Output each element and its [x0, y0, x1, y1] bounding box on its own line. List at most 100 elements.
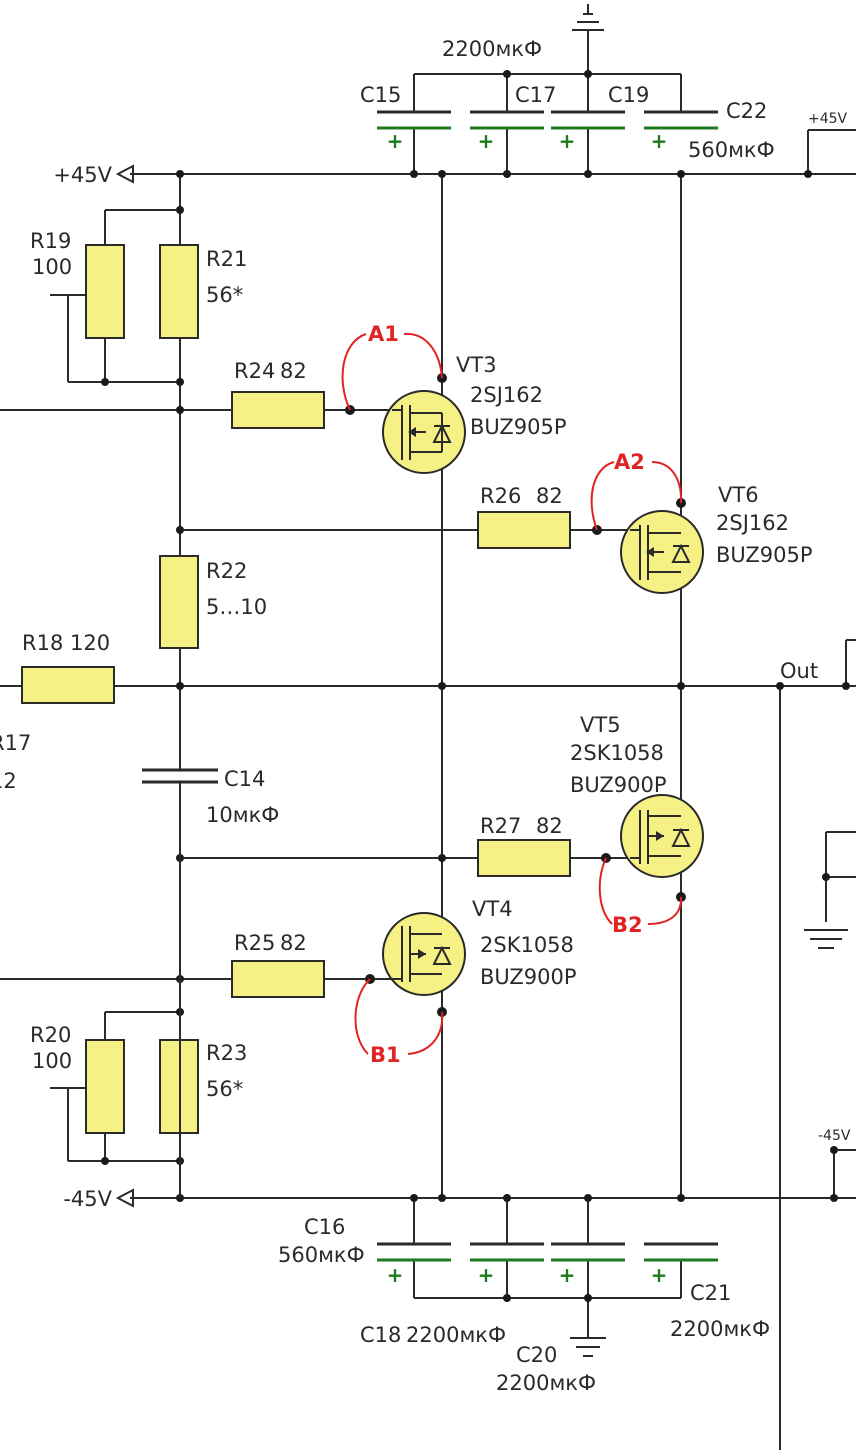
neg-rail-right-label: -45V	[818, 1128, 851, 1144]
annotation-a1: A1	[368, 322, 399, 346]
resistor-r21	[159, 244, 199, 339]
c18-ref: C18	[360, 1323, 401, 1347]
vt5-part: 2SK1058	[570, 741, 664, 765]
c16-ref: C16	[304, 1215, 345, 1239]
resistor-r27	[477, 839, 571, 877]
polarity-mark: +	[478, 1263, 495, 1287]
annotation-line-a2	[590, 461, 683, 531]
wires	[0, 30, 856, 1450]
r24-ref: R24	[234, 359, 275, 383]
annotation-line-b2	[598, 857, 683, 925]
c22-value: 560мкФ	[688, 138, 775, 162]
c18-value: 2200мкФ	[406, 1323, 506, 1347]
annotation-line-b1	[354, 978, 444, 1055]
r22-ref: R22	[206, 559, 247, 583]
resistor-r18	[21, 666, 115, 704]
c16-value: 560мкФ	[278, 1243, 365, 1267]
neg-rail-label: -45V	[63, 1187, 112, 1211]
transistor-vt5	[620, 794, 704, 878]
annotation-line-a1	[341, 332, 443, 411]
ground-bottom-icon	[570, 1337, 606, 1357]
resistor-r24	[231, 391, 325, 429]
c20-ref: C20	[516, 1343, 557, 1367]
vt4-alt: BUZ900P	[480, 965, 577, 989]
r27-value: 82	[536, 814, 563, 838]
r25-ref: R25	[234, 931, 275, 955]
c14-value: 10мкФ	[206, 803, 279, 827]
r21-value: 56*	[206, 283, 243, 307]
r18-value: 120	[70, 631, 110, 655]
output-label: Out	[780, 659, 818, 683]
r23-ref: R23	[206, 1041, 247, 1065]
vt4-part: 2SK1058	[480, 933, 574, 957]
capacitor-c19	[551, 110, 625, 130]
vt5-alt: BUZ900P	[570, 773, 667, 797]
vt3-ref: VT3	[456, 353, 497, 377]
c20-value: 2200мкФ	[496, 1371, 596, 1395]
annotation-a2: A2	[614, 450, 645, 474]
vt6-part: 2SJ162	[716, 511, 789, 535]
r23-value: 56*	[206, 1077, 243, 1101]
polarity-mark: +	[559, 129, 576, 153]
capacitor-c16	[377, 1242, 451, 1262]
c14-ref: C14	[224, 767, 265, 791]
transistor-vt6	[620, 510, 704, 594]
pos-rail-arrow-icon	[115, 164, 134, 184]
c17-ref: C17	[515, 83, 556, 107]
c15-ref: C15	[360, 83, 401, 107]
polarity-mark: +	[651, 129, 668, 153]
capacitor-c17	[470, 110, 544, 130]
r26-value: 82	[536, 484, 563, 508]
r26-ref: R26	[480, 484, 521, 508]
ground-right-icon	[804, 929, 848, 949]
r21-ref: R21	[206, 247, 247, 271]
polarity-mark: +	[651, 1263, 668, 1287]
c19-ref: C19	[608, 83, 649, 107]
capacitor-c15	[377, 110, 451, 130]
neg-rail-arrow-icon	[115, 1188, 134, 1208]
ground-top-icon	[572, 4, 604, 31]
r18-ref: R18	[22, 631, 63, 655]
resistor-r19	[85, 244, 125, 339]
c21-ref: C21	[690, 1281, 731, 1305]
r19-ref: R19	[30, 229, 71, 253]
vt3-alt: BUZ905P	[470, 415, 567, 439]
resistor-r22	[159, 555, 199, 649]
vt3-part: 2SJ162	[470, 383, 543, 407]
pos-rail-label: +45V	[53, 163, 112, 187]
r22-value: 5…10	[206, 595, 267, 619]
junction-dots	[101, 70, 850, 1302]
r24-value: 82	[280, 359, 307, 383]
resistor-r20	[85, 1039, 125, 1134]
r17-value: 12	[0, 769, 17, 793]
annotation-b2: B2	[612, 913, 643, 937]
r25-value: 82	[280, 931, 307, 955]
polarity-mark: +	[387, 129, 404, 153]
polarity-mark: +	[478, 129, 495, 153]
polarity-mark: +	[559, 1263, 576, 1287]
pos-rail-right-label: +45V	[808, 111, 848, 127]
c22-ref: C22	[726, 99, 767, 123]
capacitor-c18	[470, 1242, 544, 1262]
vt5-ref: VT5	[580, 713, 621, 737]
capacitor-c20	[551, 1242, 625, 1262]
r27-ref: R27	[480, 814, 521, 838]
vt4-ref: VT4	[472, 897, 513, 921]
r20-ref: R20	[30, 1023, 71, 1047]
transistor-vt4	[382, 912, 466, 996]
capacitor-c14	[142, 768, 218, 1198]
polarity-mark: +	[387, 1263, 404, 1287]
resistor-r25	[231, 960, 325, 998]
capacitor-c22	[644, 110, 718, 130]
vt6-alt: BUZ905P	[716, 543, 813, 567]
r20-value: 100	[32, 1049, 72, 1073]
annotation-b1: B1	[370, 1043, 401, 1067]
top-cap-value-label: 2200мкФ	[442, 37, 542, 61]
c21-value: 2200мкФ	[670, 1317, 770, 1341]
resistor-r26	[477, 511, 571, 549]
r19-value: 100	[32, 255, 72, 279]
transistor-vt3	[382, 390, 466, 474]
capacitor-c21	[644, 1242, 718, 1262]
vt6-ref: VT6	[718, 483, 759, 507]
